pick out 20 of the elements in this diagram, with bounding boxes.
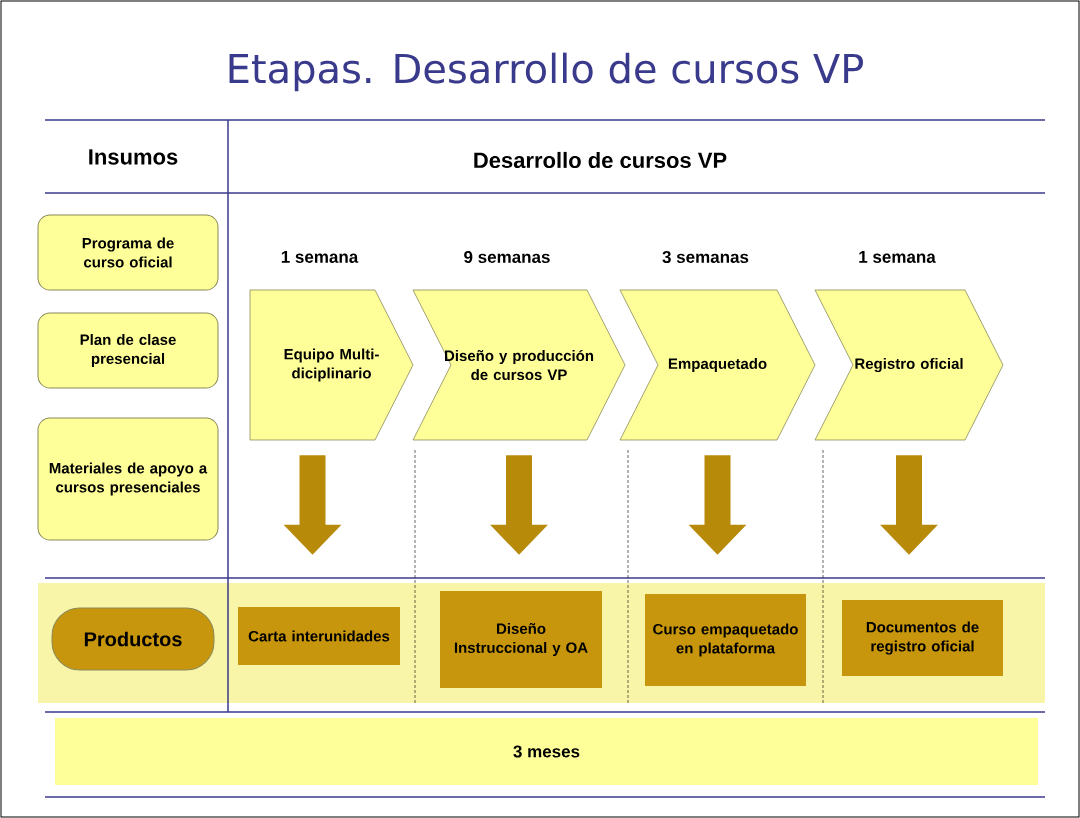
duration-label: 1 semana (281, 251, 359, 263)
stage-box: Registro oficial (814, 289, 1004, 441)
category-pill: Productos (51, 607, 215, 671)
stage-box: Equipo Multi- diciplinario (249, 289, 414, 441)
product-box: Documentos de registro oficial (842, 600, 1003, 676)
column-header: Desarrollo de cursos VP (474, 151, 727, 169)
title: Etapas. Desarrollo de cursos VP (229, 52, 863, 92)
timeline-band: 3 meses (55, 718, 1038, 785)
duration-label: 3 semanas (662, 250, 749, 263)
product-box: Curso empaquetado en plataforma (645, 594, 806, 686)
product-box: Diseño Instruccional y OA (440, 591, 602, 688)
duration-label: 1 semana (859, 251, 936, 263)
duration-label: 9 semanas (464, 250, 550, 263)
input-box: Plan de clase presencial (37, 312, 219, 389)
product-box: Carta interunidades (238, 607, 400, 665)
input-box: Materiales de apoyo a cursos presenciales (37, 417, 219, 541)
column-header: Insumos (89, 149, 178, 165)
stage-box: Empaquetado (619, 289, 816, 441)
stage-box: Diseño y producción de cursos VP (412, 289, 626, 441)
input-box: Programa de curso oficial (37, 214, 219, 291)
